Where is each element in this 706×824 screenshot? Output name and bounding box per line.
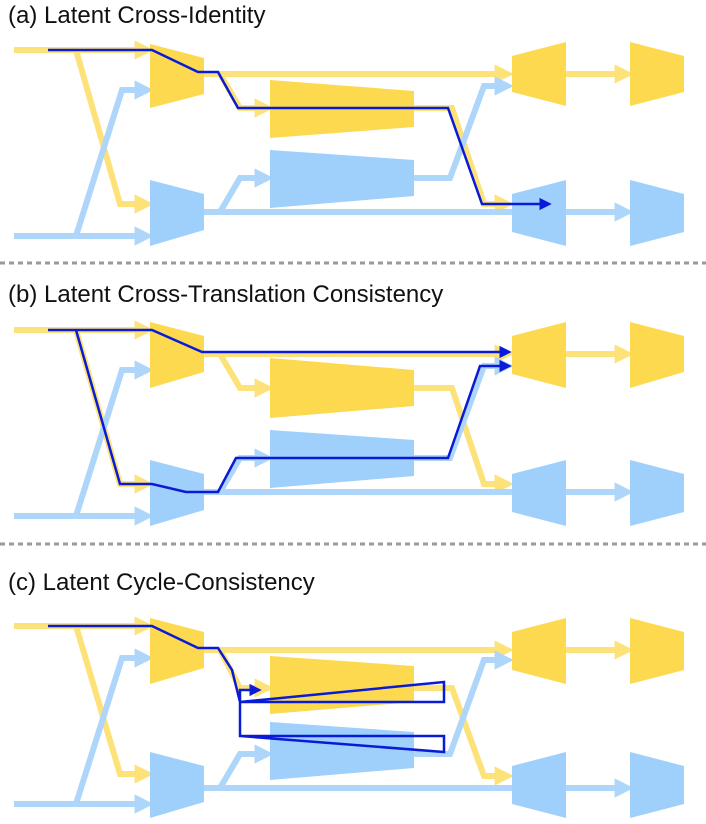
output-b: [630, 752, 684, 818]
to-translator-arrow: [217, 352, 274, 398]
encoder-b: [150, 460, 204, 526]
encoder-b: [150, 180, 204, 246]
encoder-a: [150, 322, 204, 388]
panel-b: [14, 320, 684, 526]
encoder-a: [150, 618, 204, 684]
loss-path-cycle: [48, 624, 446, 754]
encoder-a: [150, 44, 204, 108]
cross-input-arrow: [73, 625, 154, 784]
to-translator-arrow: [217, 168, 274, 214]
cross-input-arrow: [73, 49, 154, 214]
cross-input-arrow: [73, 80, 154, 237]
translator-b: [270, 150, 414, 208]
translator-out-arrow: [414, 650, 514, 757]
output-a: [630, 42, 684, 106]
output-b: [630, 460, 684, 526]
panel-a-title: (a) Latent Cross-Identity: [8, 2, 266, 29]
translator-a: [270, 358, 414, 418]
cross-input-arrow: [73, 648, 154, 805]
translator-out-arrow: [414, 385, 514, 494]
to-translator-arrow: [217, 648, 274, 698]
panel-c: [14, 616, 684, 818]
translator-out-arrow: [414, 685, 514, 786]
decoder-a: [512, 322, 566, 388]
translator-out-arrow: [414, 76, 514, 181]
loss-path: [48, 48, 552, 211]
panel-b-title: (b) Latent Cross-Translation Consistency: [8, 281, 444, 308]
decoder-b: [512, 752, 566, 818]
panel-a: [14, 40, 684, 246]
decoder-b: [512, 460, 566, 526]
loss-path-direct: [48, 328, 512, 359]
cross-input-arrow: [73, 360, 154, 517]
translator-a: [270, 656, 414, 714]
encoder-b: [150, 752, 204, 818]
panel-c-title: (c) Latent Cycle-Consistency: [8, 569, 315, 596]
decoder-b: [512, 180, 566, 246]
loss-path-cross: [74, 329, 512, 494]
output-a: [630, 322, 684, 388]
decoder-a: [512, 618, 566, 684]
translator-b: [270, 722, 414, 780]
output-a: [630, 618, 684, 684]
output-b: [630, 180, 684, 246]
to-translator-arrow: [217, 744, 274, 790]
decoder-a: [512, 42, 566, 106]
